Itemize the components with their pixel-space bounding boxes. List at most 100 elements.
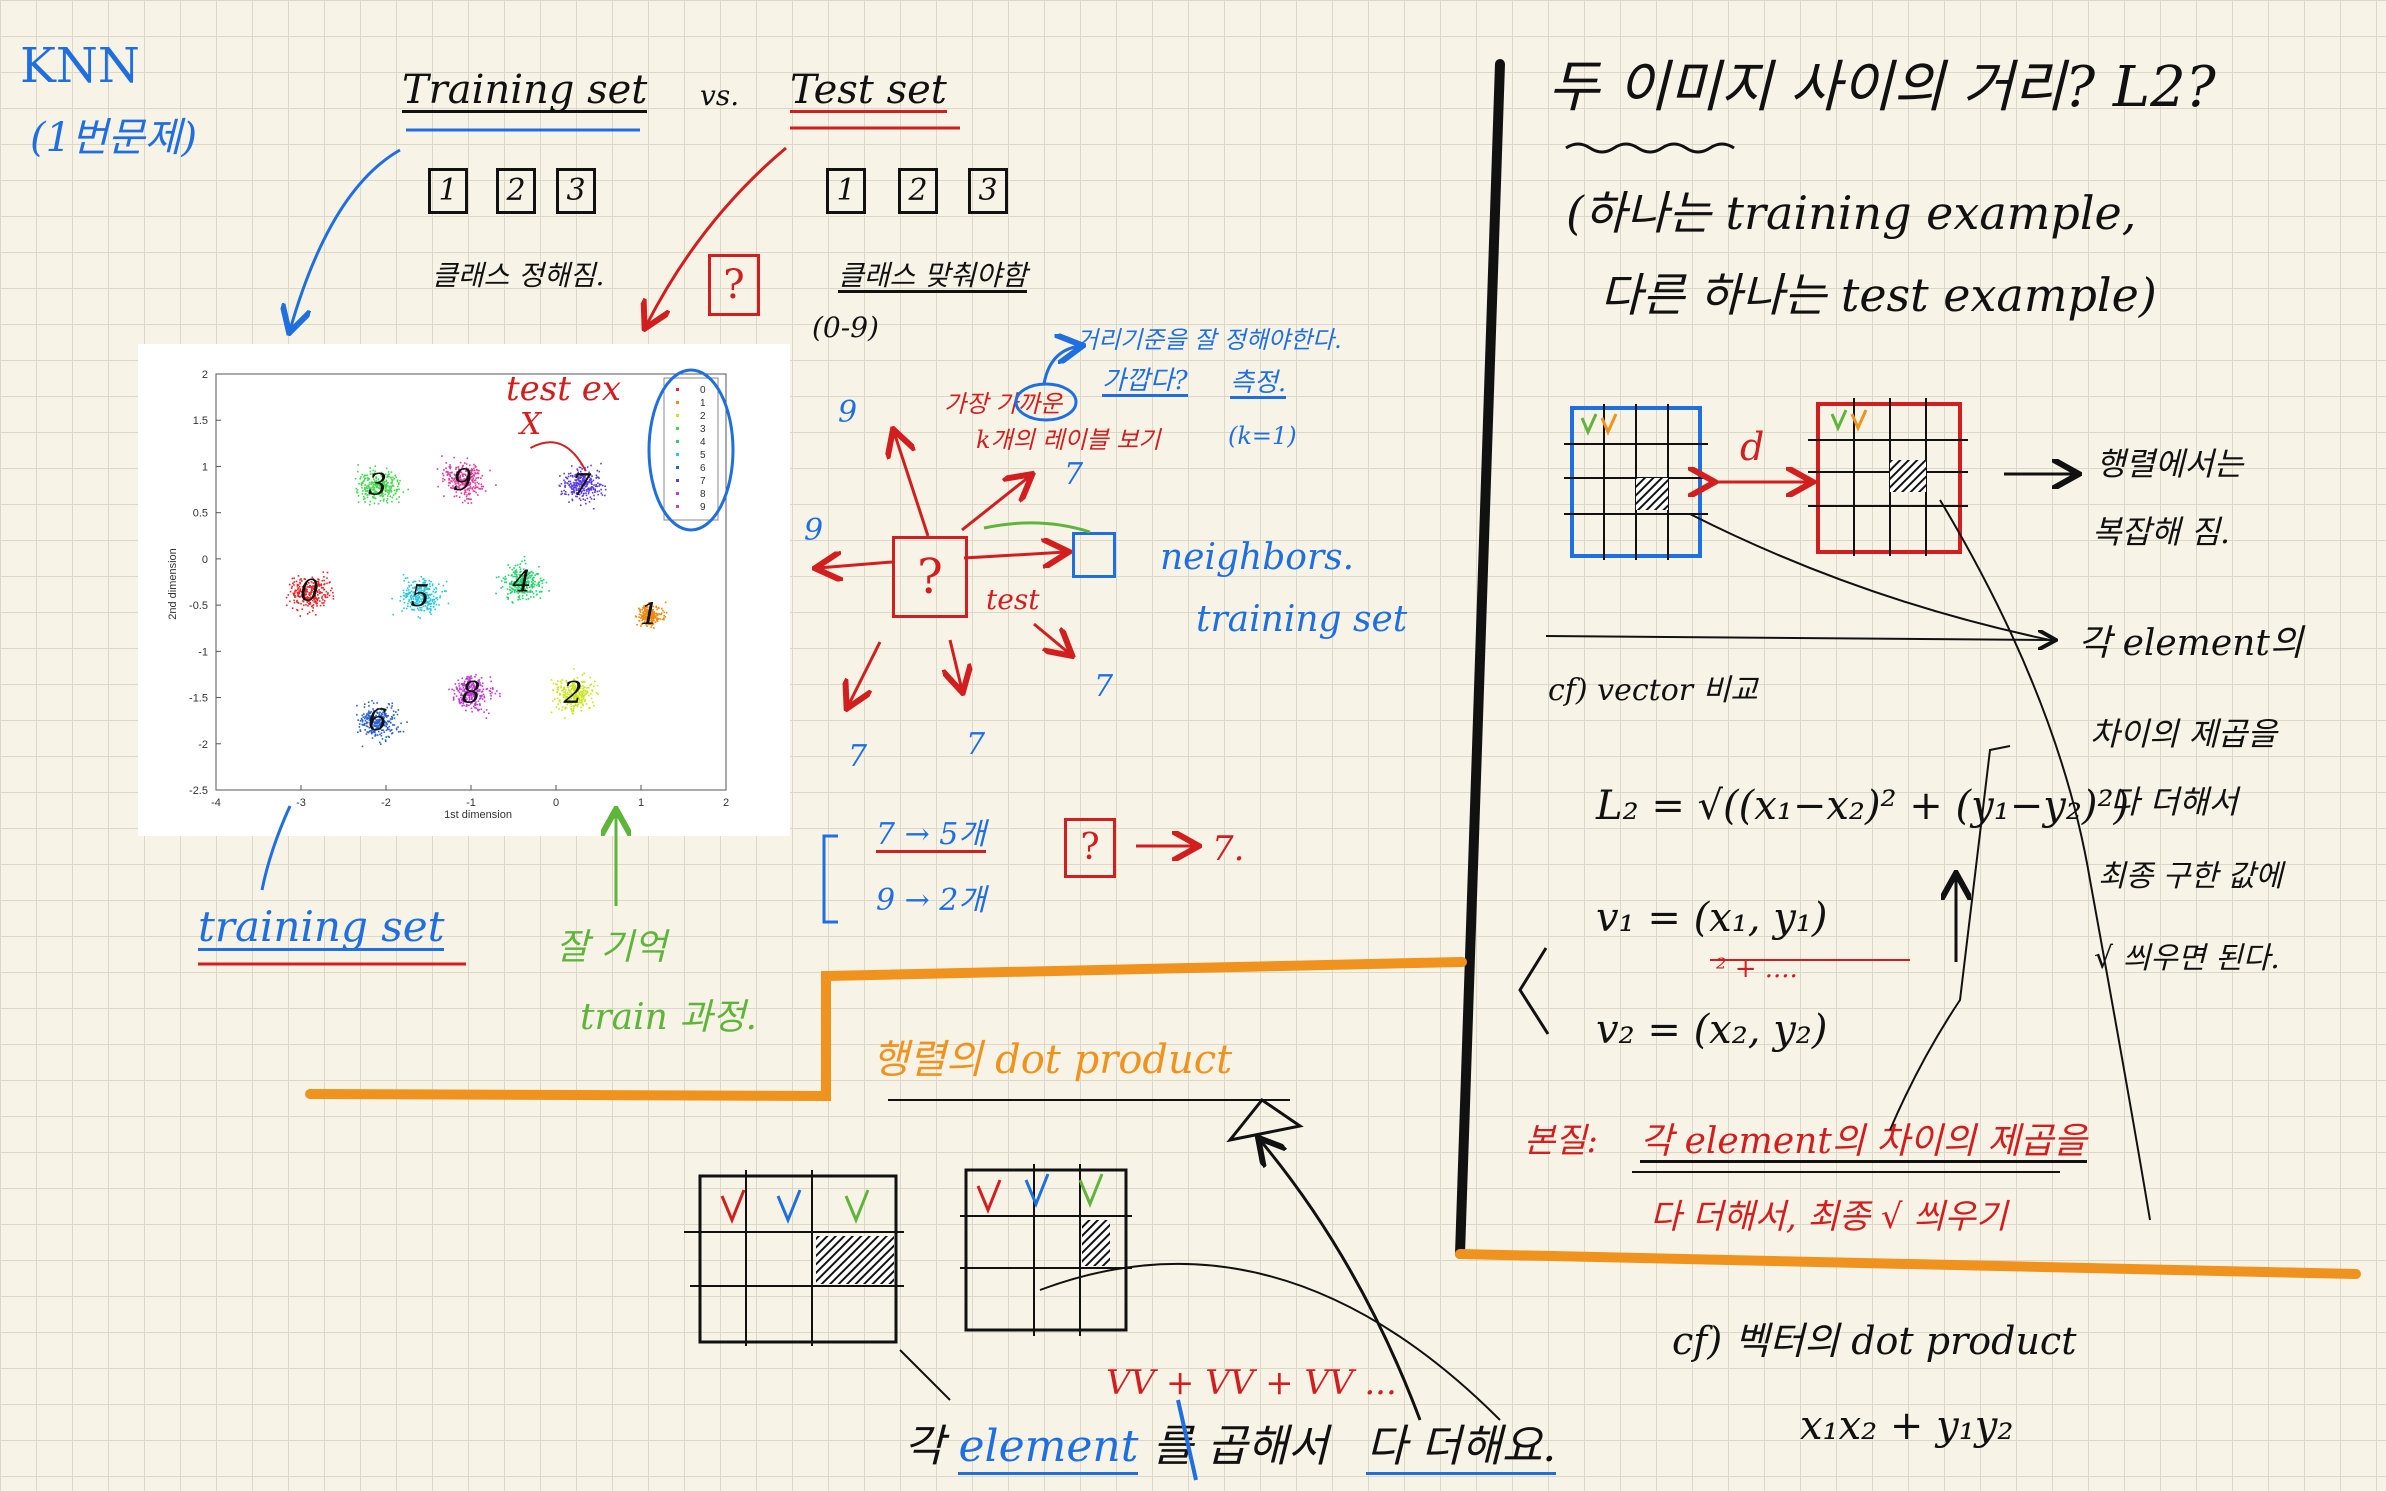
point — [372, 483, 375, 486]
point — [466, 698, 468, 700]
point — [591, 690, 594, 692]
point — [373, 488, 375, 491]
point — [578, 479, 580, 482]
cluster-8 — [448, 673, 501, 719]
point — [560, 482, 563, 485]
point — [563, 472, 565, 475]
point — [384, 485, 386, 488]
point — [512, 571, 515, 574]
point — [324, 595, 326, 598]
y-tick-label: 0 — [202, 554, 208, 566]
point — [474, 707, 476, 709]
point — [470, 469, 472, 472]
point — [572, 712, 575, 715]
point — [650, 608, 653, 611]
point — [310, 591, 313, 594]
point — [434, 600, 436, 603]
point — [588, 471, 590, 474]
point — [590, 482, 593, 485]
point — [639, 611, 642, 613]
point — [392, 479, 394, 481]
point — [486, 687, 488, 690]
point — [449, 475, 452, 478]
point — [381, 483, 383, 485]
point — [474, 698, 476, 700]
point — [515, 591, 518, 593]
point — [428, 587, 430, 590]
point — [428, 600, 431, 603]
point — [479, 488, 482, 490]
point — [310, 598, 312, 601]
point — [373, 722, 376, 725]
point — [361, 723, 364, 726]
point — [391, 500, 393, 503]
point — [379, 711, 381, 714]
point — [574, 690, 577, 692]
point — [560, 493, 562, 496]
point — [582, 482, 585, 485]
point — [556, 683, 558, 686]
point — [406, 592, 409, 595]
point — [416, 589, 419, 591]
point — [644, 617, 646, 620]
point — [652, 612, 654, 614]
point — [463, 696, 466, 698]
point — [575, 495, 577, 498]
point — [589, 478, 591, 481]
point — [516, 576, 519, 578]
point — [526, 577, 529, 580]
point — [387, 735, 390, 738]
point — [594, 488, 597, 491]
point — [575, 697, 578, 699]
point — [651, 611, 654, 613]
point — [663, 611, 666, 614]
point — [476, 703, 479, 706]
point — [529, 596, 532, 598]
point — [393, 724, 396, 726]
point — [594, 680, 596, 683]
point — [390, 485, 393, 488]
point — [416, 600, 419, 602]
point — [389, 495, 392, 498]
point — [475, 691, 478, 694]
point — [521, 585, 523, 588]
nearest-neighbor-box — [1072, 532, 1116, 578]
point — [523, 559, 526, 562]
point — [458, 478, 461, 480]
point — [482, 688, 485, 691]
point — [299, 588, 301, 590]
point — [563, 479, 565, 482]
point — [424, 592, 427, 594]
point — [405, 607, 408, 610]
point — [470, 707, 473, 710]
point — [469, 486, 472, 488]
point — [461, 677, 464, 680]
point — [514, 564, 517, 567]
point — [478, 487, 480, 490]
point — [579, 477, 582, 479]
point — [454, 683, 457, 685]
point — [382, 479, 384, 482]
point — [453, 689, 455, 692]
vertical-divider — [1455, 59, 1505, 1259]
point — [295, 589, 298, 592]
point — [522, 579, 524, 582]
point — [357, 501, 360, 504]
vector-v1: v₁ = (x₁, y₁) — [1596, 895, 1828, 941]
point — [323, 579, 325, 582]
orange-divider-right — [1455, 1249, 2361, 1279]
point — [369, 711, 371, 714]
point — [523, 555, 526, 558]
point — [468, 678, 471, 680]
point — [592, 488, 595, 491]
unknown-box: ? — [708, 254, 760, 316]
vote-line-1: 7 → 5개 — [876, 817, 986, 853]
point — [423, 581, 425, 584]
point — [418, 603, 420, 606]
point — [507, 574, 510, 577]
point — [579, 701, 581, 704]
point — [388, 491, 390, 494]
point — [371, 481, 374, 484]
point — [376, 483, 378, 485]
point — [581, 485, 583, 487]
